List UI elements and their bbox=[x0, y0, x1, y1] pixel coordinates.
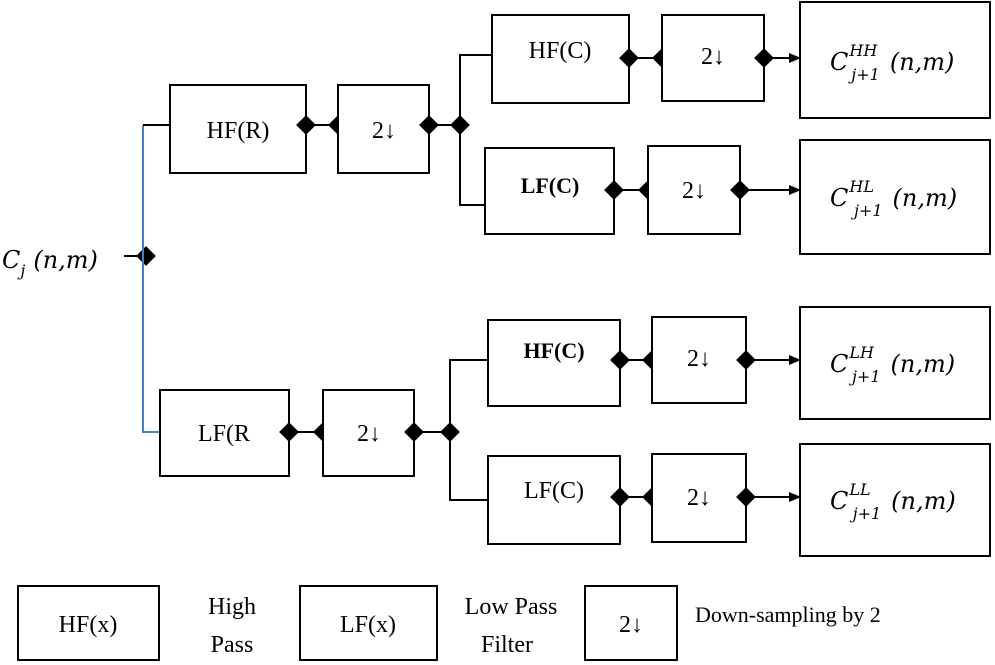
col-filter-hh-label: HF(C) bbox=[529, 38, 592, 64]
col-ds-lh-label: 2↓ bbox=[687, 346, 711, 372]
row-branch-line bbox=[142, 125, 160, 433]
row-lowpass-filter-box: LF(R bbox=[159, 389, 290, 477]
node-lh-out bbox=[610, 350, 630, 370]
lower-branch-line bbox=[449, 359, 488, 501]
col-downsampler-hh: 2↓ bbox=[661, 14, 765, 102]
col-filter-ll: LF(C) bbox=[487, 455, 621, 545]
node-lfr-out bbox=[279, 422, 299, 442]
col-ds-ll-label: 2↓ bbox=[687, 485, 711, 511]
row-highpass-filter-box: HF(R) bbox=[169, 84, 307, 174]
col-filter-hl-label: LF(C) bbox=[521, 173, 580, 198]
row-downsampler-low: 2↓ bbox=[322, 389, 415, 477]
col-filter-hl: LF(C) bbox=[484, 147, 615, 235]
node-hfr-out bbox=[296, 115, 316, 135]
node-lh-ds-out bbox=[736, 350, 756, 370]
input-signal-label: Cj(n,m) bbox=[2, 246, 98, 280]
legend-lf-box: LF(x) bbox=[299, 585, 438, 661]
col-ds-hh-label: 2↓ bbox=[701, 44, 725, 70]
upper-branch-line bbox=[459, 54, 492, 206]
row-downsampler-high: 2↓ bbox=[337, 84, 430, 174]
ds-low-label: 2↓ bbox=[357, 421, 381, 447]
row-highpass-label: HF(R) bbox=[207, 118, 270, 144]
legend-ds-desc: Down-sampling by 2 bbox=[695, 602, 881, 627]
input-junction-node bbox=[136, 246, 156, 266]
legend-hf-label: HF(x) bbox=[59, 612, 118, 638]
legend-hf-box: HF(x) bbox=[17, 585, 160, 661]
col-downsampler-ll: 2↓ bbox=[651, 453, 747, 543]
col-ds-hl-label: 2↓ bbox=[682, 178, 706, 204]
col-downsampler-lh: 2↓ bbox=[651, 316, 747, 404]
col-downsampler-hl: 2↓ bbox=[647, 145, 741, 235]
legend-lf-desc-1: Low Pass bbox=[465, 594, 558, 620]
col-filter-ll-label: LF(C) bbox=[524, 478, 584, 504]
col-filter-hh: HF(C) bbox=[491, 14, 630, 104]
col-filter-lh-label: HF(C) bbox=[523, 338, 584, 363]
col-filter-lh: HF(C) bbox=[487, 319, 621, 407]
legend-hf-desc-2: Pass bbox=[211, 632, 254, 658]
legend-ds-box: 2↓ bbox=[584, 585, 678, 661]
node-ds1-out bbox=[419, 115, 439, 135]
legend-lf-label: LF(x) bbox=[340, 612, 396, 638]
row-lowpass-label: LF(R bbox=[198, 421, 250, 447]
node-ds2-out bbox=[404, 422, 424, 442]
node-ll-ds-out bbox=[736, 487, 756, 507]
legend-hf-desc-1: High bbox=[208, 594, 256, 620]
legend: HF(x) High Pass LF(x) Low Pass Filter 2↓… bbox=[17, 585, 881, 661]
node-ll-out bbox=[610, 487, 630, 507]
legend-lf-desc-2: Filter bbox=[481, 632, 533, 658]
legend-ds-label: 2↓ bbox=[619, 612, 643, 638]
ds-high-label: 2↓ bbox=[372, 118, 396, 144]
